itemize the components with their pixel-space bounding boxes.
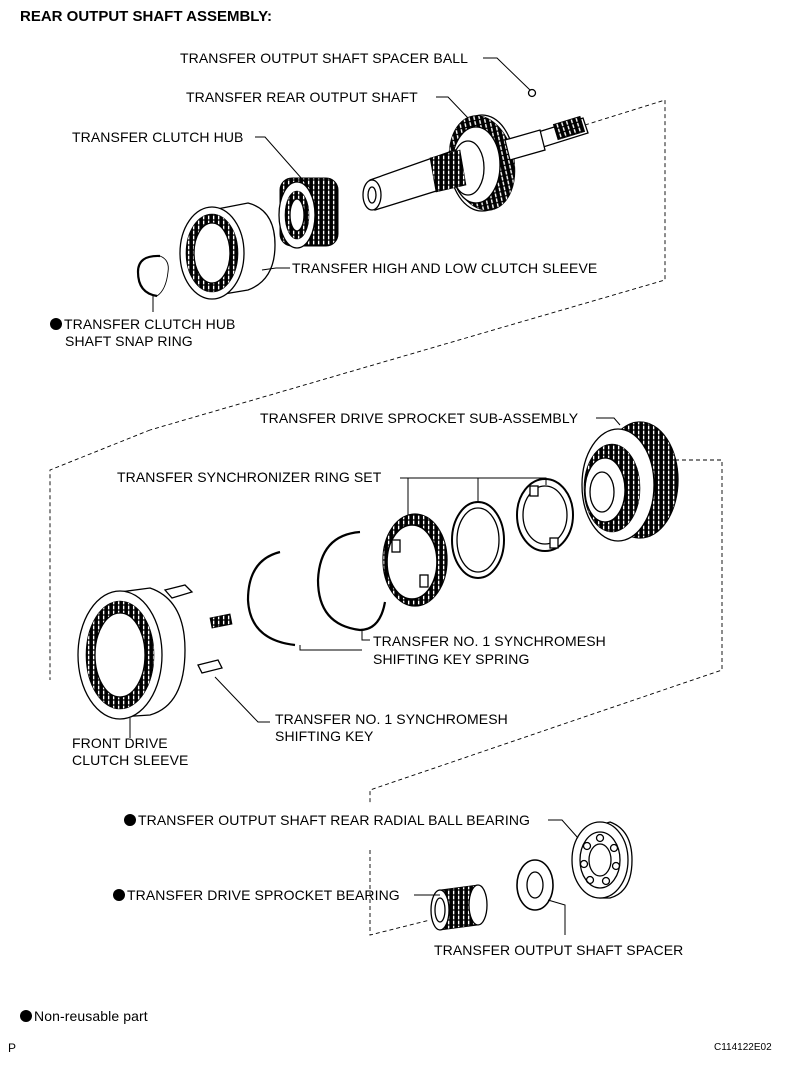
label-front-sleeve-line2: CLUTCH SLEEVE (72, 752, 189, 768)
drive-sprocket-bearing-icon (430, 884, 488, 931)
clutch-hub-icon (278, 177, 339, 249)
synchronizer-ring-outer-icon (516, 478, 574, 552)
page-title: REAR OUTPUT SHAFT ASSEMBLY: (20, 8, 272, 25)
label-sprocket-bearing: TRANSFER DRIVE SPROCKET BEARING (113, 887, 400, 904)
output-shaft-spacer-icon (516, 859, 554, 911)
label-rear-output-shaft: TRANSFER REAR OUTPUT SHAFT (186, 89, 418, 105)
label-snap-ring-line2: SHAFT SNAP RING (65, 333, 193, 349)
non-reusable-dot-icon (113, 889, 125, 901)
label-high-low-clutch-sleeve: TRANSFER HIGH AND LOW CLUTCH SLEEVE (292, 260, 598, 276)
non-reusable-dot-icon (20, 1010, 32, 1022)
leader-lines (129, 57, 621, 935)
footer-mark: P (8, 1041, 17, 1055)
snap-ring-icon (136, 254, 169, 298)
label-snap-ring-line1: TRANSFER CLUTCH HUB (64, 316, 236, 332)
label-snap-ring: TRANSFER CLUTCH HUB (50, 316, 235, 333)
shifting-key-icon (163, 584, 233, 674)
label-rear-radial-bearing-text: TRANSFER OUTPUT SHAFT REAR RADIAL BALL B… (138, 812, 531, 828)
shifting-key-spring-icon (246, 530, 387, 647)
label-shifting-key-line1: TRANSFER NO. 1 SYNCHROMESH (275, 711, 508, 727)
rear-output-shaft-icon (362, 114, 589, 212)
high-low-clutch-sleeve-icon (179, 202, 276, 300)
synchronizer-ring-middle-icon (451, 501, 505, 579)
rear-radial-ball-bearing-icon (571, 821, 633, 899)
label-rear-radial-bearing: TRANSFER OUTPUT SHAFT REAR RADIAL BALL B… (124, 812, 530, 829)
label-sprocket-bearing-text: TRANSFER DRIVE SPROCKET BEARING (127, 887, 400, 903)
non-reusable-dot-icon (50, 318, 62, 330)
label-front-sleeve-line1: FRONT DRIVE (72, 735, 168, 751)
label-output-shaft-spacer: TRANSFER OUTPUT SHAFT SPACER (434, 942, 684, 958)
drive-sprocket-icon (581, 421, 679, 542)
spacer-ball-icon (527, 88, 537, 98)
legend-text: Non-reusable part (34, 1008, 148, 1024)
dashed-alignment-lines (49, 99, 723, 936)
label-shifting-key-line2: SHIFTING KEY (275, 728, 374, 744)
figure-code: C114122E02 (714, 1042, 772, 1053)
non-reusable-dot-icon (124, 814, 136, 826)
label-key-spring-line2: SHIFTING KEY SPRING (373, 651, 530, 667)
label-key-spring-line1: TRANSFER NO. 1 SYNCHROMESH (373, 633, 606, 649)
label-clutch-hub: TRANSFER CLUTCH HUB (72, 129, 244, 145)
label-spacer-ball: TRANSFER OUTPUT SHAFT SPACER BALL (180, 50, 469, 66)
synchronizer-ring-inner-icon (382, 513, 448, 607)
label-sync-ring-set: TRANSFER SYNCHRONIZER RING SET (117, 469, 382, 485)
label-drive-sprocket: TRANSFER DRIVE SPROCKET SUB-ASSEMBLY (260, 410, 579, 426)
legend: Non-reusable part (20, 1008, 148, 1025)
front-drive-clutch-sleeve-icon (77, 587, 186, 720)
